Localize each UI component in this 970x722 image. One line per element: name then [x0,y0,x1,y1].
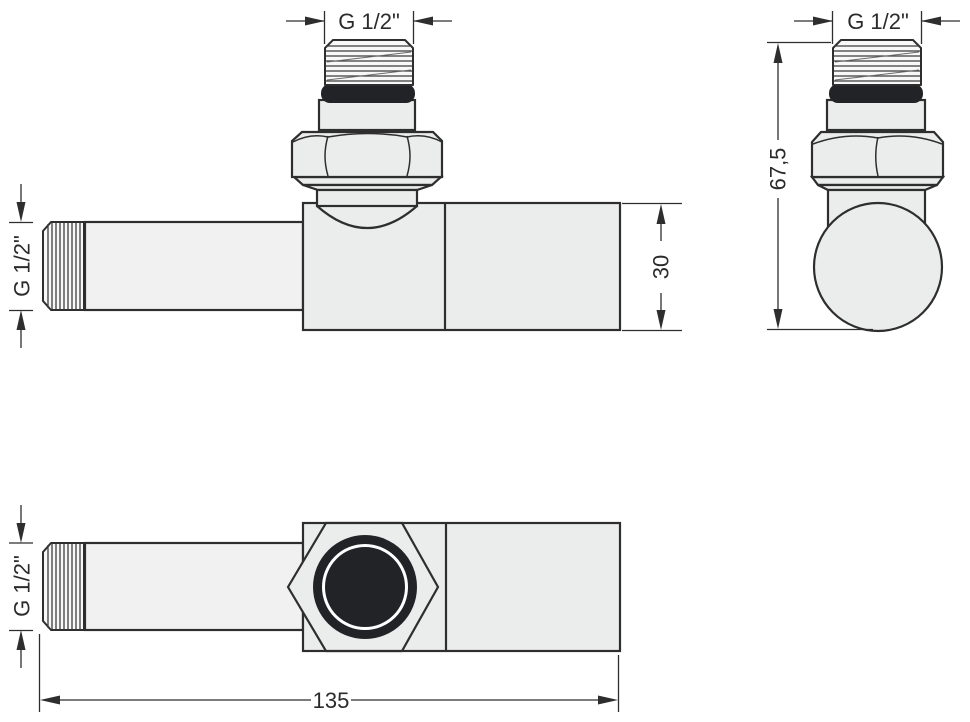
front-nut-skirt [809,175,946,187]
side-hex-bevel-right [406,135,443,143]
side-top-thread-hatch [326,45,412,82]
top-view: G 1/2" 135 [9,505,622,713]
side-valve-body [301,201,622,332]
front-oring-seal [829,84,923,103]
front-dim-top-thread: G 1/2" [794,9,960,44]
side-inlet-pipe [83,220,305,312]
top-inlet-pipe [83,541,305,632]
front-valve-body [812,201,944,333]
side-hex-nut [290,130,444,179]
top-dim-left-thread: G 1/2" [9,505,35,668]
front-top-thread-hatch [834,45,920,82]
top-dim-overall-length: 135 [38,634,620,713]
side-dim-left-thread: G 1/2" [9,184,35,348]
front-hex-bevel-left [812,135,879,145]
side-hex-facet-right [406,135,411,177]
side-top-collar [317,98,417,132]
front-hex-nut [810,130,945,179]
top-overall-length-label: 135 [313,688,350,713]
top-left-thread-hatch [47,544,81,629]
side-top-thread-label: G 1/2" [338,9,400,34]
side-oring-seal [321,84,415,103]
side-dim-top-thread: G 1/2" [286,9,452,44]
front-view: G 1/2" 67,5 [766,9,960,333]
top-knob-ring [322,544,408,630]
side-hex-facet-left [324,135,329,177]
side-nut-skirt [291,175,444,187]
side-hex-bevel-left [292,135,329,143]
side-left-thread-hatch [47,223,81,309]
side-dim-body-height: 30 [622,202,682,332]
front-dim-overall-height: 67,5 [766,41,873,331]
top-left-thread-label: G 1/2" [10,555,35,617]
front-hex-bevel-right [877,135,943,145]
side-dome-transition [316,205,418,230]
top-knob [313,535,417,639]
front-top-thread-label: G 1/2" [847,9,909,34]
side-body-height-label: 30 [649,255,674,279]
front-overall-height-label: 67,5 [766,148,791,191]
side-hex-bevel-middle [327,132,408,138]
side-upper-collar [315,188,419,208]
front-top-collar [825,98,927,132]
side-view: G 1/2" G 1/2" 30 [9,9,682,348]
front-hex-facet-center [875,136,879,177]
side-left-thread-label: G 1/2" [10,235,35,297]
